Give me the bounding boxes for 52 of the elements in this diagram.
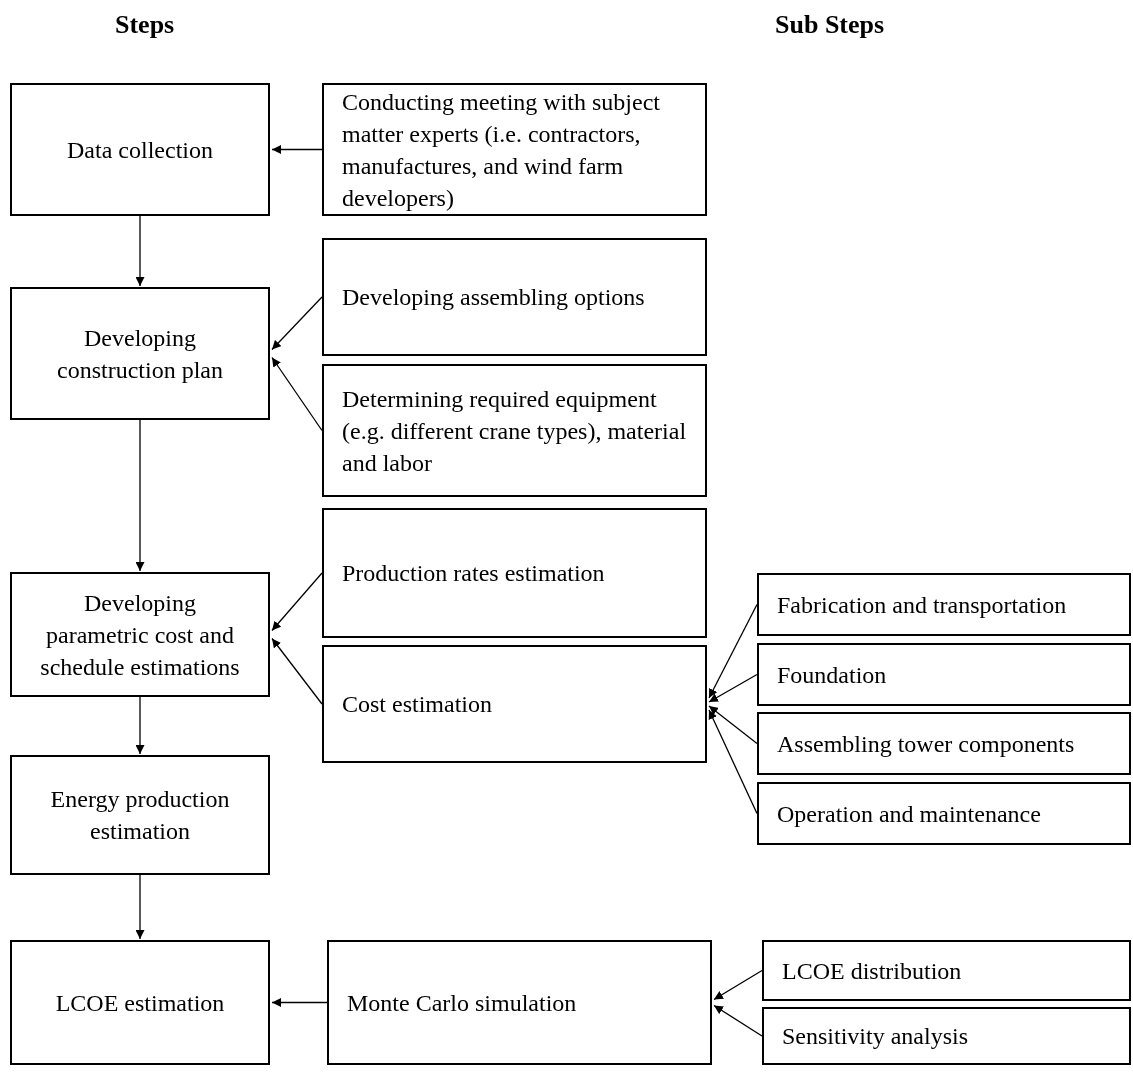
box-label: Data collection xyxy=(67,135,213,165)
arrow xyxy=(271,998,328,1007)
process-box xyxy=(10,572,270,697)
box-label: Conducting meeting with subject matter experts (i.e. contractors, manufactures, and wind farm developers) xyxy=(342,87,661,213)
arrow xyxy=(135,215,145,287)
process-box xyxy=(757,573,1131,636)
process-box xyxy=(762,940,1131,1001)
arrow xyxy=(708,603,758,699)
box-label: Monte Carlo simulation xyxy=(347,988,577,1018)
process-box xyxy=(327,940,712,1065)
arrow xyxy=(135,696,145,755)
box-label: LCOE estimation xyxy=(55,988,225,1018)
box-label: Production rates estimation xyxy=(342,559,605,588)
arrow xyxy=(271,572,323,632)
arrow xyxy=(271,637,323,705)
box-label: Developing assembling options xyxy=(342,283,645,312)
process-box xyxy=(10,755,270,875)
arrow xyxy=(708,673,758,703)
box-label: Cost estimation xyxy=(342,690,492,719)
process-box xyxy=(762,1007,1131,1065)
arrow xyxy=(271,356,323,432)
box-label: Operation and maintenance xyxy=(777,799,1041,829)
process-box xyxy=(322,508,707,638)
box-label: Assembling tower components xyxy=(777,729,1075,759)
process-box xyxy=(322,645,707,763)
box-label: Developing parametric cost and schedule estimations xyxy=(39,588,241,682)
process-box xyxy=(10,83,270,216)
box-label: Foundation xyxy=(777,660,887,690)
box-label: Fabrication and transportation xyxy=(777,590,1067,620)
column-heading: Sub Steps xyxy=(775,10,885,40)
box-label: Determining required equipment (e.g. different crane types), material and labor xyxy=(342,384,687,478)
column-heading: Steps xyxy=(115,10,175,40)
process-box xyxy=(757,643,1131,706)
process-box xyxy=(322,238,707,356)
arrow xyxy=(271,296,323,351)
process-box xyxy=(322,364,707,497)
box-label: LCOE distribution xyxy=(782,956,962,986)
process-box xyxy=(10,287,270,420)
arrow xyxy=(708,705,758,745)
arrow xyxy=(713,1004,763,1037)
process-box xyxy=(322,83,707,216)
arrow xyxy=(135,419,145,572)
arrow xyxy=(708,709,758,815)
box-label: Developing construction plan xyxy=(56,323,224,385)
arrow xyxy=(713,969,763,1001)
process-box xyxy=(10,940,270,1065)
arrow xyxy=(135,874,145,940)
process-box xyxy=(757,712,1131,775)
process-box xyxy=(757,782,1131,845)
arrow xyxy=(271,145,323,154)
box-label: Sensitivity analysis xyxy=(782,1022,968,1051)
box-label: Energy production estimation xyxy=(49,785,231,846)
